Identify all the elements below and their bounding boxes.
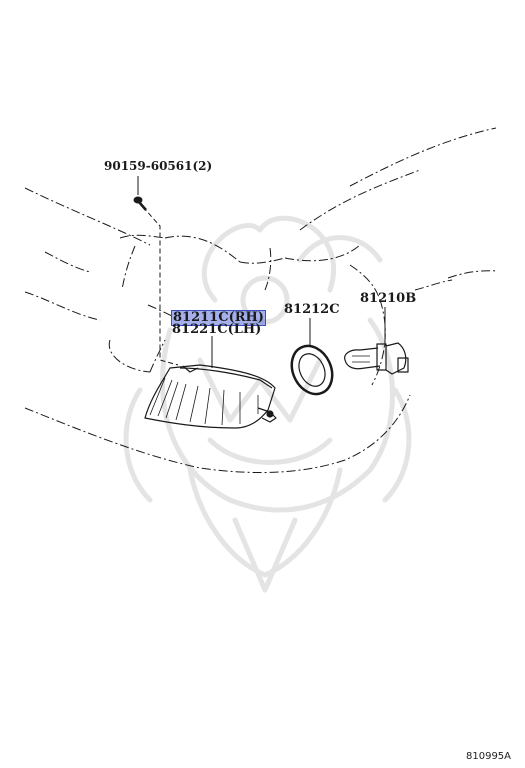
watermark-emblem	[123, 215, 412, 593]
gasket-part	[290, 344, 334, 396]
part-number-bulb[interactable]: 81210B	[360, 291, 417, 306]
diagram-reference-code: 810995A	[466, 751, 512, 762]
bolt-leader	[142, 206, 179, 366]
part-number-fog-lamp-rh[interactable]: 81211C(RH)	[171, 310, 266, 326]
fog-lamp-part	[144, 364, 277, 429]
part-number-bolt[interactable]: 90159-60561(2)	[104, 159, 213, 173]
bolt-part	[133, 196, 147, 211]
part-number-fog-lamp-lh[interactable]: 81221C(LH)	[172, 322, 262, 337]
bulb-part	[344, 342, 409, 375]
vehicle-outline	[24, 127, 499, 474]
part-number-gasket[interactable]: 81212C	[284, 302, 340, 317]
